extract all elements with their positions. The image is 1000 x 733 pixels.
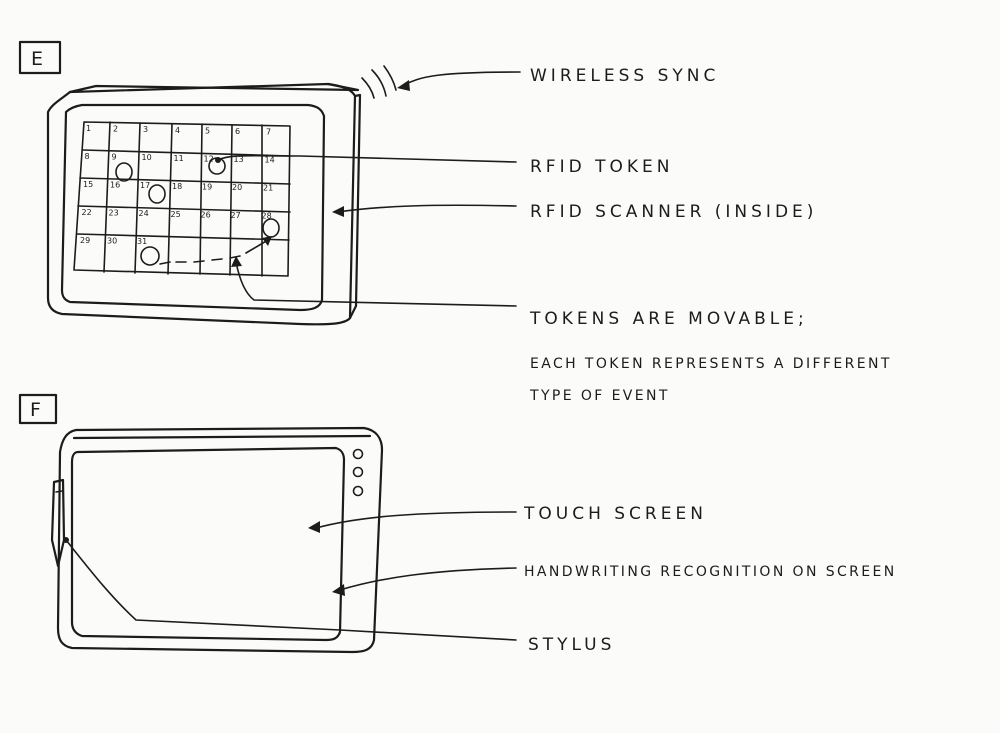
calendar-device-bezel: [60, 103, 326, 312]
tokens-movable-leader: [235, 261, 517, 307]
calendar-day-number: 24: [139, 209, 149, 218]
stylus-clip: [55, 490, 63, 493]
calendar-day-number: 31: [137, 237, 147, 246]
calendar-day-number: 12: [204, 154, 214, 163]
calendar-day-number: 13: [234, 155, 244, 164]
calendar-device-side: [348, 93, 362, 320]
calendar-grid-columns: [103, 121, 263, 277]
calendar-day-number: 7: [266, 128, 271, 137]
rfid-token: [262, 218, 280, 238]
calendar-day-number: 1: [86, 124, 91, 133]
handwriting-arrowhead: [332, 584, 345, 596]
calendar-day-number: 22: [82, 208, 92, 217]
calendar-day-number: 30: [107, 237, 117, 246]
calendar-day-number: 5: [205, 126, 210, 135]
rfid-scanner-label: RFID Scanner (inside): [530, 202, 817, 222]
panel-e-id-box: [18, 40, 62, 75]
touch-screen-label: Touch screen: [523, 504, 707, 524]
handwriting-leader: [339, 567, 517, 591]
stylus-body: [50, 478, 66, 568]
calendar-device: [46, 82, 362, 326]
wireless-sync-leader: [401, 71, 521, 87]
token-move-arrowhead: [262, 236, 272, 246]
panel-f-id-box: [18, 393, 58, 425]
panel-e-id: E: [31, 48, 43, 70]
calendar-device-top: [68, 82, 360, 94]
rfid-tokens: [115, 157, 280, 266]
calendar-grid-rows: [76, 149, 291, 241]
touch-screen-leader: [315, 511, 517, 529]
stylus: [50, 478, 66, 568]
wireless-sync-label: Wireless sync: [530, 66, 719, 86]
touch-screen: [70, 446, 346, 642]
handwriting-label: Handwriting recognition on screen: [524, 564, 897, 580]
rfid-token-leader-dot: [215, 157, 221, 163]
calendar-day-number: 20: [232, 183, 242, 192]
tablet-body: [56, 426, 384, 654]
wireless-sync-arrowhead: [397, 80, 410, 91]
stylus-label: Stylus: [528, 635, 615, 655]
stylus-leader: [65, 539, 517, 641]
tablet-device: [56, 426, 384, 654]
calendar-day-number: 11: [174, 154, 184, 163]
touch-screen-arrowhead: [308, 521, 320, 533]
stylus-leader-dot: [63, 537, 69, 543]
calendar-day-number: 26: [201, 210, 211, 219]
calendar-day-number: 23: [109, 209, 119, 218]
calendar-day-number: 18: [172, 182, 182, 191]
rfid-token: [140, 246, 160, 266]
rfid-scanner-leader: [337, 204, 517, 213]
calendar-grid-border: [73, 121, 291, 277]
tablet-button: [352, 485, 364, 497]
calendar-day-number: 29: [80, 236, 90, 245]
tablet-button: [352, 448, 364, 460]
panel-f-id: F: [30, 399, 41, 421]
rfid-token-leader: [217, 154, 517, 163]
rfid-token: [115, 162, 133, 182]
rfid-token-label: RFID Token: [530, 157, 673, 177]
calendar-day-number: 25: [171, 210, 181, 219]
calendar-day-number: 2: [113, 125, 118, 134]
calendar-day-number: 6: [235, 127, 240, 136]
tokens-movable-arrowhead: [231, 256, 242, 267]
calendar-day-number: 9: [112, 153, 117, 162]
calendar-day-number: 14: [265, 156, 275, 165]
calendar-day-number: 10: [142, 153, 152, 162]
rfid-token: [148, 184, 166, 204]
tokens-movable-label: Tokens are movable;: [529, 309, 808, 329]
calendar-day-number: 3: [143, 125, 148, 134]
rfid-scanner-arrowhead: [332, 206, 344, 217]
calendar-day-number: 17: [140, 181, 150, 190]
calendar-day-number: 19: [202, 182, 212, 191]
token-move-arrow: [159, 239, 269, 265]
calendar-day-number: 21: [263, 184, 273, 193]
calendar-day-number: 27: [231, 211, 241, 220]
calendar-day-number: 8: [85, 152, 90, 161]
wireless-signal-icon: [361, 65, 397, 99]
token-event-label-line2: type of event: [529, 388, 670, 404]
tablet-button: [352, 466, 364, 478]
tablet-body-edge: [72, 434, 372, 440]
calendar-day-number: 4: [175, 126, 180, 135]
panel-f: F Touch screen Handwriting recognition o…: [18, 393, 897, 655]
calendar-day-number: 15: [83, 180, 93, 189]
calendar-day-number: 16: [110, 181, 120, 190]
calendar-day-number: 28: [262, 212, 272, 221]
token-event-label-line1: Each token represents a different: [530, 356, 892, 372]
